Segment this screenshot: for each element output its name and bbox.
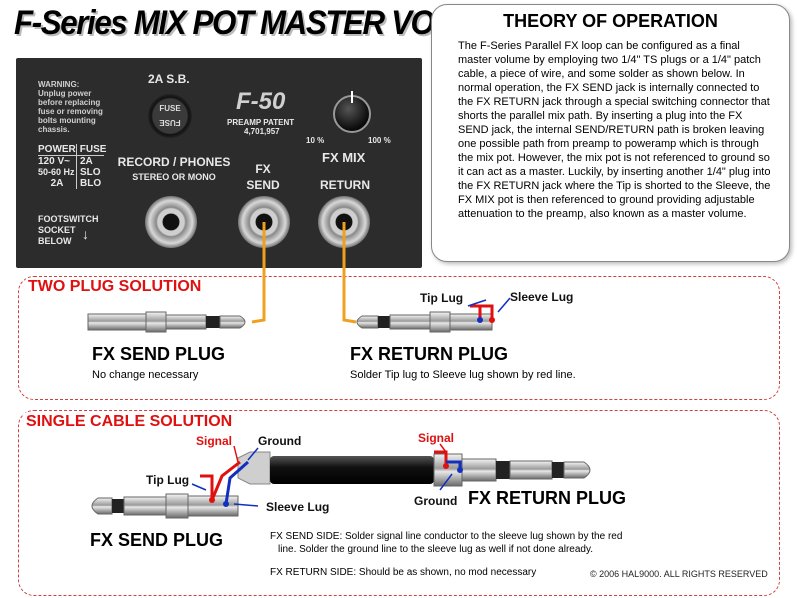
single-return-plug-label: FX RETURN PLUG (468, 488, 627, 508)
warning-line: fuse or removing (38, 107, 103, 116)
fuse-header: FUSE (79, 144, 107, 155)
single-cable-section (18, 410, 780, 596)
single-cable-title: SINGLE CABLE SOLUTION (24, 413, 235, 431)
return-side-note: FX RETURN SIDE: Should be as shown, no m… (270, 567, 537, 578)
model-name: F-50 (236, 88, 286, 115)
warning-line: bolts mounting (38, 116, 96, 125)
two-plug-return-note: Solder Tip lug to Sleeve lug shown by re… (350, 369, 576, 381)
power-header: POWER (38, 144, 77, 155)
footswitch-label: FOOTSWITCH SOCKET BELOW (38, 214, 99, 246)
warning-line: Unplug power (38, 89, 92, 98)
fuse-holder-icon: FUSE FUSE (148, 94, 192, 138)
return-label: RETURN (320, 178, 370, 192)
two-plug-title: TWO PLUG SOLUTION (26, 278, 204, 296)
copyright: © 2006 HAL9000. ALL RIGHTS RESERVED (590, 569, 768, 579)
single-sleeve-lug-label: Sleeve Lug (266, 500, 330, 514)
send-side-note: FX SEND SIDE: Solder signal line conduct… (270, 530, 622, 556)
two-plug-send-note: No change necessary (92, 369, 199, 381)
down-arrow-icon: ↓ (82, 226, 89, 242)
power-value: 2A (38, 178, 77, 189)
fx-send-plug-bottom (91, 445, 259, 519)
warning-line: before replacing (38, 98, 101, 107)
fuse-value: 2A (80, 156, 93, 167)
send-wire (251, 222, 266, 324)
fx-mix-label: FX MIX (322, 150, 366, 165)
pot-min-label: 10 % (306, 136, 325, 145)
two-plug-send-label: FX SEND PLUG (92, 344, 226, 364)
single-send-plug-label: FX SEND PLUG (90, 530, 224, 550)
fx-send-label-1: FX (255, 162, 271, 176)
preamp-patent: PREAMP PATENT (227, 118, 295, 127)
record-phones-label: RECORD / PHONES (117, 155, 231, 169)
pot-max-label: 100 % (368, 136, 391, 145)
ground-label: Ground (258, 434, 302, 448)
stereo-mono-label: STEREO OR MONO (132, 172, 216, 182)
return-wire (342, 222, 357, 324)
power-value: 120 V~ (38, 156, 77, 167)
two-plug-tip-lug-label: Tip Lug (420, 291, 464, 305)
warning-line: chassis. (38, 125, 70, 134)
fuse-value: SLO (80, 167, 101, 178)
signal-right-label: Signal (418, 431, 455, 445)
fx-return-plug-top (356, 297, 511, 333)
two-plug-sleeve-lug-label: Sleeve Lug (510, 290, 574, 304)
ground-right-label: Ground (414, 494, 458, 508)
fx-send-plug-top (87, 311, 246, 333)
warning-text: WARNING: Unplug power before replacing f… (38, 80, 103, 134)
send-side-note-line: line. Solder the ground line to the slee… (278, 544, 594, 555)
patent-number: 4,701,957 (244, 127, 280, 136)
two-plug-return-label: FX RETURN PLUG (350, 344, 509, 364)
theory-body: The F-Series Parallel FX loop can be con… (458, 40, 771, 220)
power-value: 50-60 Hz (38, 167, 77, 178)
two-plug-section (18, 276, 780, 400)
warning-line: WARNING: (38, 80, 80, 89)
single-tip-lug-label: Tip Lug (146, 473, 190, 487)
fx-send-label-2: SEND (246, 178, 280, 192)
theory-title: THEORY OF OPERATION (503, 11, 718, 31)
fuse-rating-label: 2A S.B. (148, 72, 190, 86)
record-phones-jack[interactable] (145, 196, 197, 248)
send-side-note-line: FX SEND SIDE: Solder signal line conduct… (270, 531, 623, 542)
theory-box: THEORY OF OPERATION The F-Series Paralle… (431, 4, 790, 262)
fx-mix-knob-icon (333, 91, 371, 133)
single-cable-assembly (237, 443, 591, 491)
fuse-value: BLO (80, 178, 102, 189)
signal-label: Signal (196, 434, 233, 448)
